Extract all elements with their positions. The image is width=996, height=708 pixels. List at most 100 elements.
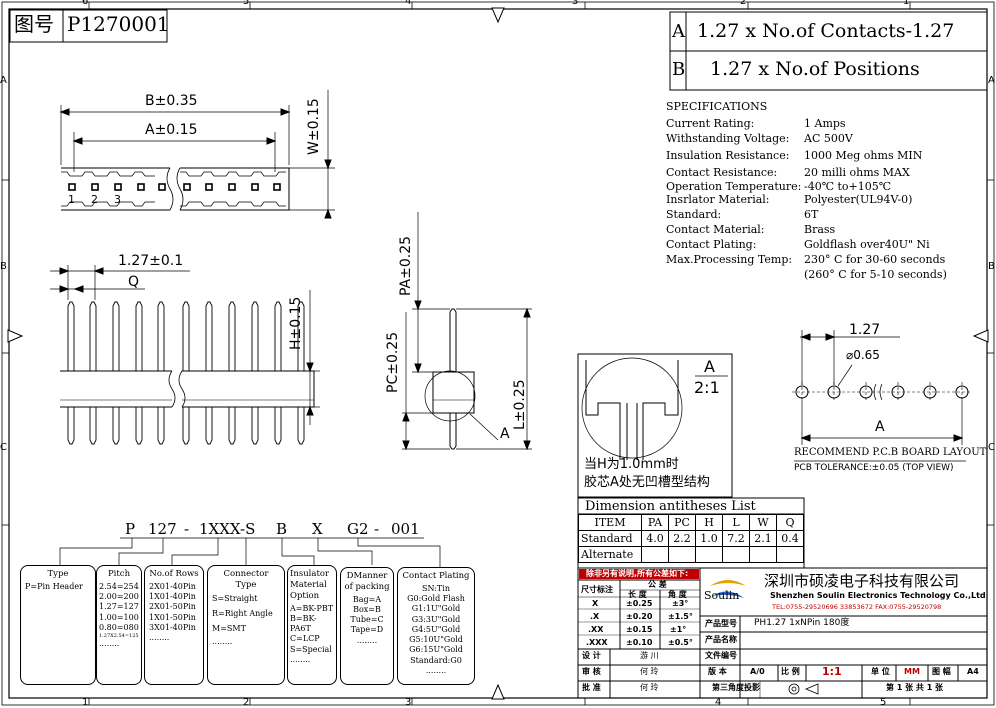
product-name: PH1.27 1xNPin 180度 [754,618,850,628]
box-title: Insulator Material Option [290,569,330,601]
pcb-dim-a-label: A [875,419,885,435]
part-code-plating: G2 [347,520,369,538]
spec-row: Max.Processing Temp:230° C for 30-60 sec… [666,253,946,266]
designer-name: 游 川 [640,651,659,660]
box-item: ........ [149,633,170,643]
insulator-option-box: Insulator Material Option A=BK-PBT B=BK-… [287,565,337,685]
box-item: 2X01-40Pin [149,581,196,591]
table-cell [668,546,696,563]
projection-symbol [788,683,819,695]
part-code-material: B [276,520,288,538]
side-view [402,212,532,451]
unit-label: 单 位 [871,667,890,676]
box-item: 1X01-40Pin [149,592,196,602]
pitch-label: 1.27±0.1 [118,253,184,269]
sheet-size-value: A4 [967,667,979,676]
bottom-zone-5: 5 [880,697,887,708]
table-cell: 7.2 [722,530,750,547]
spec-row: Insrlator Material:Polyester(UL94V-0) [666,193,913,206]
right-zone-b: B [988,261,995,272]
box-item: Box=B [353,604,381,614]
tol-length: ±0.10 [626,638,653,647]
part-code-pitch: 127 [148,520,177,538]
tol-precision: X [592,599,599,608]
part-code-leaders [59,537,441,567]
scale-label: 比 例 [781,667,800,676]
box-item: Tube=C [350,615,384,625]
box-item: 0.80=080 [99,622,139,632]
spec-row: Withstanding Voltage:AC 500V [666,132,853,145]
box-item: 2.54=254 [99,581,139,591]
tol-angle: ±3° [672,599,689,608]
approve-label: 批 准 [582,683,601,692]
table-header-cell: W [749,514,777,531]
detail-tag-a: A [500,426,510,442]
part-code-rows: 1XXX-S [199,520,256,538]
product-no-label: 产品型号 [705,619,737,628]
table-cell [641,546,669,563]
table-cell: 4.0 [641,530,669,547]
drawing-number-box [9,9,168,43]
detail-note-line2: 胶芯A处无凹槽型结构 [584,475,710,490]
left-zone-b: B [0,261,7,272]
tol-angle: ±0.5° [668,638,693,647]
q-label: Q [128,274,140,290]
detail-label: A [704,357,715,376]
top-zone-6: 6 [82,0,89,7]
box-title: Connector Type [223,569,269,590]
dim-w-label: W±0.15 [306,98,322,155]
tol-length: ±0.20 [626,612,653,621]
type-option-box: Type P=Pin Header [20,565,96,685]
table-header-cell: H [695,514,723,531]
plating-option-box: Contact Plating SN:Tin G0:Gold Flash G1:… [397,567,475,685]
table-cell: 1.0 [695,530,723,547]
unit-value: MM [904,667,920,676]
tolerance-note-bar [579,569,699,579]
pc-label: PC±0.25 [385,331,401,393]
table-cell: 2.2 [668,530,696,547]
company-logo [710,580,746,598]
table-row: Standard 4.0 2.2 1.0 7.2 2.1 0.4 [578,530,804,547]
packing-option-box: DManner of packing Bag=A Box=B Tube=C Ta… [340,567,394,685]
table-cell: Standard [578,530,642,547]
spec-row: Insulation Resistance:1000 Meg ohms MIN [666,149,923,162]
box-item: 1X01-50Pin [149,612,196,622]
box-item: G5:10U"Gold [409,635,463,645]
bottom-zone-3: 3 [405,697,412,708]
table-header-cell: PA [641,514,669,531]
legend-value-a: 1.27 x No.of Contacts-1.27 [697,20,955,42]
box-item: ........ [290,654,311,664]
pcb-layout [792,330,972,462]
box-item: G6:15U"Gold [409,645,463,655]
box-item: B=BK-PA6T [290,613,317,634]
box-item: C=LCP [290,634,320,644]
box-item: Tape=D [350,625,384,635]
bottom-zone-2: 2 [243,697,250,708]
right-zone-c: C [988,442,995,453]
front-view [50,265,320,445]
top-zone-5: 5 [243,0,250,7]
legend-key-b: B [672,59,686,80]
tol-length: ±0.15 [626,625,653,634]
title-block-frame [577,567,988,699]
drawing-number: P1270001 [67,12,170,36]
table-row: Alternate [578,546,804,563]
box-item: G0:Gold Flash [407,594,465,604]
pcb-tolerance: PCB TOLERANCE:±0.05 (TOP VIEW) [794,463,954,473]
spec-row: Standard:6T [666,208,819,221]
dimension-list-title: Dimension antitheses List [585,499,756,514]
box-item: G4:5U"Gold [411,624,461,634]
pitch-option-box: Pitch 2.54=254 2.00=200 1.27=127 1.00=10… [96,565,142,685]
box-title: DManner of packing [344,571,390,592]
tol-length: ±0.25 [626,599,653,608]
length-label: 长 度 [628,590,647,599]
table-row: ITEM PA PC H L W Q [578,514,804,531]
left-zone-a: A [0,75,7,86]
top-zone-3: 3 [572,0,579,7]
box-item: M=SMT [212,624,246,634]
left-zone-c: C [0,442,7,453]
detail-view [577,353,733,498]
part-code-packing: X [312,520,323,538]
legend-key-a: A [672,21,685,42]
